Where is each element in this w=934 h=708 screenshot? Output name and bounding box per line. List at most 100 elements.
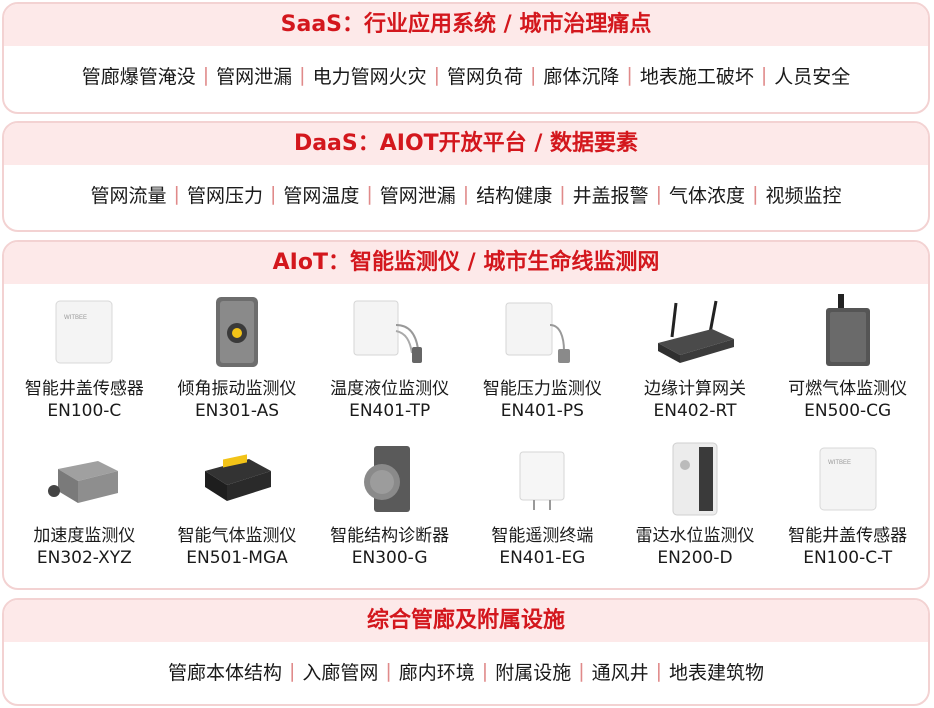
device-model: EN401-PS xyxy=(500,401,584,421)
list-item: 入廊管网 xyxy=(302,661,379,684)
separator: | xyxy=(559,183,566,205)
gas-detector-icon xyxy=(803,294,893,370)
white-box-sensor-icon: WITBEE xyxy=(803,441,893,517)
gateway-router-icon xyxy=(650,294,740,370)
device-card: 可燃气体监测仪 EN500-CG xyxy=(771,294,924,439)
list-item: 气体浓度 xyxy=(669,184,746,207)
device-name: 智能压力监测仪 xyxy=(482,379,602,399)
saas-panel: SaaS：行业应用系统 / 城市治理痛点 管廊爆管淹没 | 管网泄漏 | 电力管网火… xyxy=(2,2,930,114)
list-item: 地表建筑物 xyxy=(669,661,765,684)
separator: | xyxy=(655,183,663,205)
structure-diagnoser-icon xyxy=(345,441,435,517)
device-card: 雷达水位监测仪 EN200-D xyxy=(619,441,772,586)
list-item: 井盖报警 xyxy=(572,184,649,207)
device-name: 智能井盖传感器 xyxy=(788,526,908,546)
device-name: 可燃气体监测仪 xyxy=(788,379,908,399)
aiot-panel: AIoT：智能监测仪 / 城市生命线监测网 WITBEE 智能井盖传感器 EN1… xyxy=(2,240,930,590)
separator: | xyxy=(760,64,768,86)
list-item: 人员安全 xyxy=(774,65,851,88)
device-card: 加速度监测仪 EN302-XYZ xyxy=(8,441,161,586)
telemetry-terminal-icon xyxy=(497,441,587,517)
separator: | xyxy=(578,660,585,682)
white-box-sensor-icon: WITBEE xyxy=(39,294,129,370)
list-item: 管网泄漏 xyxy=(379,184,456,207)
facility-items: 管廊本体结构| 入廊管网| 廊内环境| 附属设施| 通风井| 地表建筑物 xyxy=(4,642,928,700)
list-item: 结构健康 xyxy=(476,184,553,207)
list-item: 电力管网火灾 xyxy=(312,65,427,88)
device-name: 雷达水位监测仪 xyxy=(635,526,755,546)
separator: | xyxy=(202,64,210,86)
pressure-box-icon xyxy=(497,294,587,370)
list-item: 廊内环境 xyxy=(398,661,475,684)
separator: | xyxy=(269,183,277,205)
separator: | xyxy=(655,660,663,682)
separator: | xyxy=(288,660,296,682)
accelerometer-icon xyxy=(39,441,129,517)
device-model: EN301-AS xyxy=(194,401,280,421)
device-model: EN402-RT xyxy=(653,401,737,421)
list-item: 管网负荷 xyxy=(446,65,523,88)
device-grid: WITBEE 智能井盖传感器 EN100-C 倾角振动监测仪 EN301-AS … xyxy=(4,284,928,586)
device-model: EN300-G xyxy=(351,548,428,568)
separator: | xyxy=(462,183,470,205)
list-item: 管廊爆管淹没 xyxy=(81,65,196,88)
device-card: 倾角振动监测仪 EN301-AS xyxy=(161,294,314,439)
device-card: 智能遥测终端 EN401-EG xyxy=(466,441,619,586)
svg-text:WITBEE: WITBEE xyxy=(64,315,87,321)
svg-text:WITBEE: WITBEE xyxy=(828,460,851,466)
saas-title: SaaS：行业应用系统 / 城市治理痛点 xyxy=(4,4,928,46)
device-card: 智能结构诊断器 EN300-G xyxy=(313,441,466,586)
device-card: 智能气体监测仪 EN501-MGA xyxy=(161,441,314,586)
tilt-sensor-icon xyxy=(192,294,282,370)
separator: | xyxy=(752,183,759,205)
saas-items: 管廊爆管淹没 | 管网泄漏 | 电力管网火灾 | 管网负荷 | 廊体沉降 | 地表施工破坏… xyxy=(4,46,928,104)
aiot-title: AIoT：智能监测仪 / 城市生命线监测网 xyxy=(4,242,928,284)
list-item: 管网压力 xyxy=(186,184,263,207)
device-card: WITBEE 智能井盖传感器 EN100-C xyxy=(8,294,161,439)
list-item: 视频监控 xyxy=(765,184,842,207)
separator: | xyxy=(173,183,180,205)
device-name: 温度液位监测仪 xyxy=(330,379,450,399)
device-name: 智能井盖传感器 xyxy=(24,379,144,399)
device-name: 智能结构诊断器 xyxy=(330,526,450,546)
separator: | xyxy=(433,64,440,86)
list-item: 通风井 xyxy=(591,661,649,684)
separator: | xyxy=(530,64,537,86)
device-card: WITBEE 智能井盖传感器 EN100-C-T xyxy=(771,441,924,586)
device-model: EN401-EG xyxy=(499,548,586,568)
device-model: EN500-CG xyxy=(804,401,892,421)
daas-panel: DaaS：AIOT开放平台 / 数据要素 管网流量 | 管网压力 | 管网温度 | 管… xyxy=(2,121,930,232)
device-name: 边缘计算网关 xyxy=(643,379,746,399)
facility-panel: 综合管廊及附属设施 管廊本体结构| 入廊管网| 廊内环境| 附属设施| 通风井|… xyxy=(2,598,930,706)
radar-level-icon xyxy=(650,441,740,517)
device-card: 边缘计算网关 EN402-RT xyxy=(619,294,772,439)
device-model: EN401-TP xyxy=(349,401,431,421)
daas-items: 管网流量 | 管网压力 | 管网温度 | 管网泄漏 | 结构健康 | 井盖报警 | 气体浓度… xyxy=(4,165,928,223)
device-name: 加速度监测仪 xyxy=(33,526,136,546)
multi-gas-icon xyxy=(192,441,282,517)
device-name: 智能遥测终端 xyxy=(491,526,594,546)
device-name: 智能气体监测仪 xyxy=(177,526,297,546)
device-model: EN100-C xyxy=(47,401,122,421)
device-model: EN302-XYZ xyxy=(36,548,132,568)
device-name: 倾角振动监测仪 xyxy=(177,379,297,399)
separator: | xyxy=(481,660,489,682)
device-model: EN100-C-T xyxy=(803,548,893,568)
list-item: 地表施工破坏 xyxy=(639,65,754,88)
list-item: 附属设施 xyxy=(495,661,572,684)
device-card: 智能压力监测仪 EN401-PS xyxy=(466,294,619,439)
list-item: 管网泄漏 xyxy=(216,65,293,88)
device-model: EN501-MGA xyxy=(186,548,288,568)
device-card: 温度液位监测仪 EN401-TP xyxy=(313,294,466,439)
device-model: EN200-D xyxy=(657,548,733,568)
probe-box-icon xyxy=(345,294,435,370)
facility-title: 综合管廊及附属设施 xyxy=(4,600,928,642)
list-item: 管廊本体结构 xyxy=(167,661,282,684)
separator: | xyxy=(626,64,633,86)
list-item: 管网流量 xyxy=(90,184,167,207)
daas-title: DaaS：AIOT开放平台 / 数据要素 xyxy=(4,123,928,165)
list-item: 管网温度 xyxy=(283,184,360,207)
separator: | xyxy=(299,64,306,86)
list-item: 廊体沉降 xyxy=(543,65,620,88)
separator: | xyxy=(366,183,373,205)
